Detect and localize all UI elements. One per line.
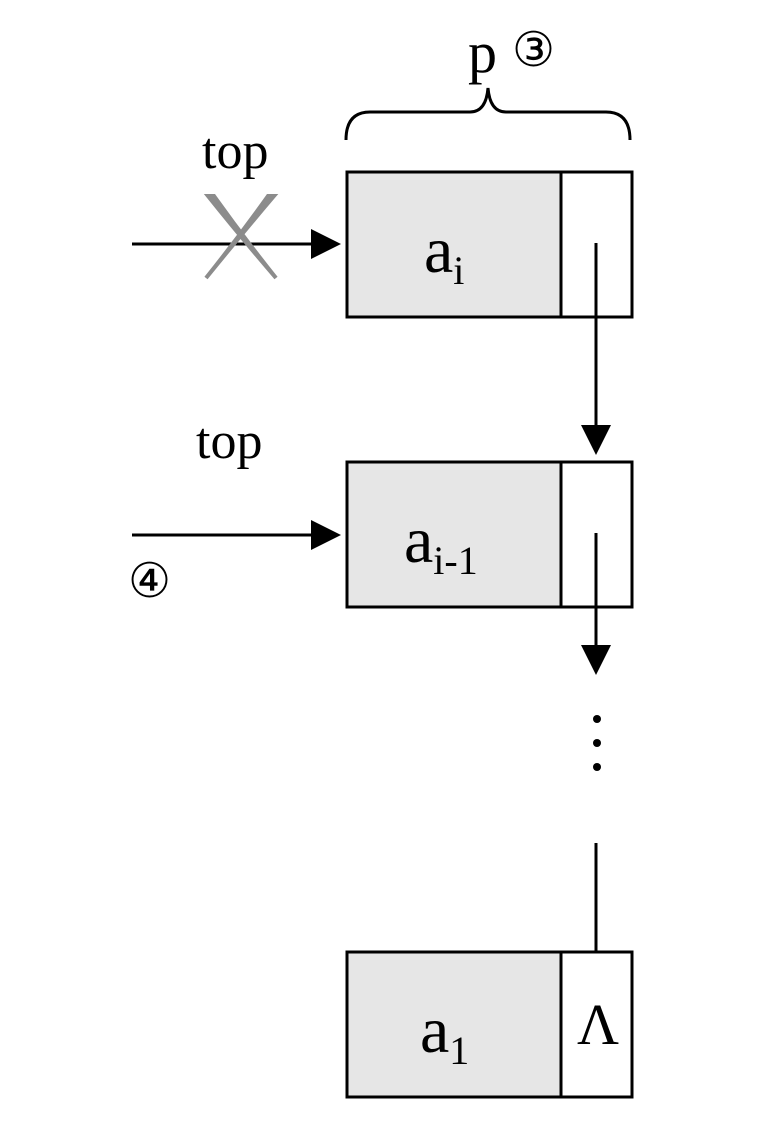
- step-4-marker: ④: [128, 555, 171, 608]
- node-ai-minus-1-subscript: i-1: [433, 538, 477, 583]
- null-pointer-mark: Λ: [577, 992, 619, 1057]
- svg-text:ai-1: ai-1: [404, 504, 478, 583]
- ellipsis-dots: [593, 715, 601, 771]
- node-ai: ai: [345, 170, 634, 319]
- node-a1-next: [559, 950, 634, 1099]
- p-label: p: [468, 20, 497, 85]
- node-ai-minus-1: ai-1: [345, 460, 634, 609]
- top-label-new: top: [196, 413, 262, 470]
- step-3-marker: ③: [512, 24, 555, 77]
- node-ai-data: [345, 170, 563, 319]
- top-label-old: top: [202, 123, 268, 180]
- node-ai-minus-1-data: [345, 460, 563, 609]
- p-brace: [344, 87, 632, 141]
- node-a1: a1 Λ: [345, 950, 634, 1099]
- svg-text:ai: ai: [424, 214, 464, 293]
- cross-mark-icon: [203, 194, 279, 280]
- svg-text:a1: a1: [420, 994, 469, 1073]
- node-ai-minus-1-label: a: [404, 504, 433, 577]
- node-a1-data: [345, 950, 563, 1099]
- node-ai-label: a: [424, 214, 453, 287]
- node-a1-subscript: 1: [449, 1028, 469, 1073]
- node-ai-subscript: i: [453, 248, 464, 293]
- node-a1-label: a: [420, 994, 449, 1067]
